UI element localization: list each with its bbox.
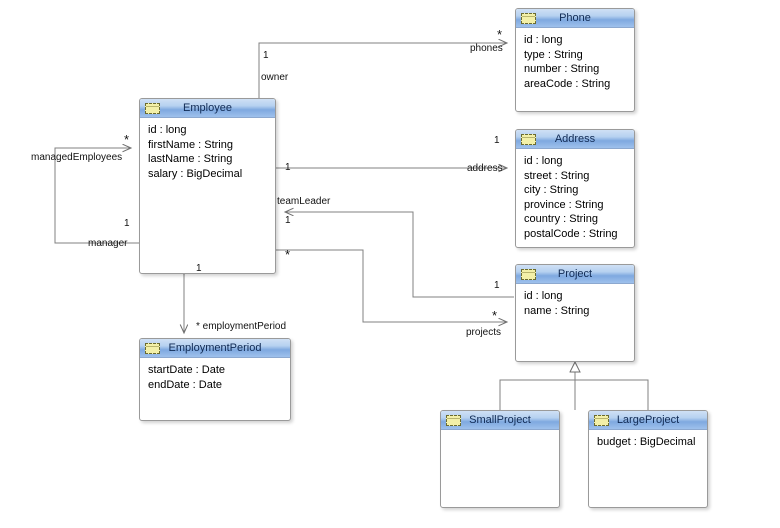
attribute-row: id : long [524, 290, 563, 302]
edge-label-phones: phones [470, 43, 503, 54]
attribute-row: firstName : String [148, 138, 233, 151]
attribute-row: budget : BigDecimal [597, 436, 696, 448]
class-title: Address [554, 132, 596, 145]
class-title: EmploymentPeriod [168, 341, 262, 354]
edge-label-team-leader: teamLeader [277, 196, 331, 207]
class-box-project[interactable]: Project id : long name : String [515, 264, 635, 362]
class-attributes-address: id : long street : String city : String … [516, 149, 634, 241]
edge-label-address: address [467, 163, 503, 174]
class-icon [594, 415, 609, 426]
multiplicity-manager: 1 [124, 218, 130, 229]
class-icon [145, 103, 160, 114]
multiplicity-team-leader-employee: 1 [285, 215, 291, 226]
class-attributes-smallproject [441, 430, 559, 435]
multiplicity-team-leader-project: 1 [494, 280, 500, 291]
edge-label-manager: manager [88, 238, 128, 249]
edge-label-projects: projects [466, 327, 502, 338]
edge-label-employment-period: * employmentPeriod [196, 321, 287, 332]
class-header-project: Project [516, 265, 634, 284]
multiplicity-employment-period-employee: 1 [196, 263, 202, 274]
class-box-employmentperiod[interactable]: EmploymentPeriod startDate : Date endDat… [139, 338, 291, 421]
attribute-row: endDate : Date [148, 378, 222, 391]
class-box-smallproject[interactable]: SmallProject [440, 410, 560, 508]
class-attributes-phone: id : long type : String number : String … [516, 28, 634, 91]
class-title: Phone [559, 11, 591, 24]
class-box-phone[interactable]: Phone id : long type : String number : S… [515, 8, 635, 112]
attribute-row: street : String [524, 169, 590, 182]
attribute-row: id : long [148, 124, 187, 136]
class-icon [521, 13, 536, 24]
class-header-largeproject: LargeProject [589, 411, 707, 430]
class-title: LargeProject [616, 413, 680, 426]
multiplicity-projects-target: * [492, 308, 498, 323]
attribute-row: name : String [524, 304, 590, 317]
class-title: Project [557, 267, 593, 280]
class-icon [145, 343, 160, 354]
edge-generalizations [499, 362, 649, 410]
class-header-address: Address [516, 130, 634, 149]
class-box-largeproject[interactable]: LargeProject budget : BigDecimal [588, 410, 708, 508]
attribute-row: id : long [524, 34, 563, 46]
class-icon [446, 415, 461, 426]
attribute-row: salary : BigDecimal [148, 167, 243, 180]
class-icon [521, 134, 536, 145]
edge-projects [276, 249, 507, 322]
attribute-row: postalCode : String [524, 227, 618, 240]
attribute-row: startDate : Date [148, 364, 226, 376]
class-attributes-employmentperiod: startDate : Date endDate : Date [140, 358, 290, 392]
edge-team-leader [285, 212, 514, 298]
attribute-row: lastName : String [148, 153, 233, 165]
class-box-address[interactable]: Address id : long street : String city :… [515, 129, 635, 248]
class-header-smallproject: SmallProject [441, 411, 559, 430]
edge-employment-period [178, 263, 190, 333]
class-header-employmentperiod: EmploymentPeriod [140, 339, 290, 358]
edge-label-managed-employees: managedEmployees [31, 152, 123, 163]
multiplicity-address-target: 1 [494, 135, 500, 146]
multiplicity-address-source: 1 [285, 162, 291, 173]
multiplicity-phones-target: * [497, 27, 503, 42]
attribute-row: areaCode : String [524, 77, 611, 90]
class-header-phone: Phone [516, 9, 634, 28]
edge-label-owner: owner [261, 72, 289, 83]
attribute-row: province : String [524, 198, 604, 211]
class-title: SmallProject [469, 413, 531, 426]
multiplicity-phones-source: 1 [263, 50, 269, 61]
class-title: Employee [183, 101, 232, 114]
multiplicity-managed-employees: * [124, 132, 130, 147]
multiplicity-projects-source: * [285, 247, 291, 262]
attribute-row: type : String [524, 48, 583, 61]
attribute-row: id : long [524, 155, 563, 167]
class-box-employee[interactable]: Employee id : long firstName : String la… [139, 98, 276, 274]
class-attributes-employee: id : long firstName : String lastName : … [140, 118, 275, 181]
class-attributes-project: id : long name : String [516, 284, 634, 318]
attribute-row: country : String [524, 213, 598, 225]
class-icon [521, 269, 536, 280]
class-attributes-largeproject: budget : BigDecimal [589, 430, 707, 450]
attribute-row: number : String [524, 63, 600, 75]
attribute-row: city : String [524, 184, 579, 196]
class-header-employee: Employee [140, 99, 275, 118]
